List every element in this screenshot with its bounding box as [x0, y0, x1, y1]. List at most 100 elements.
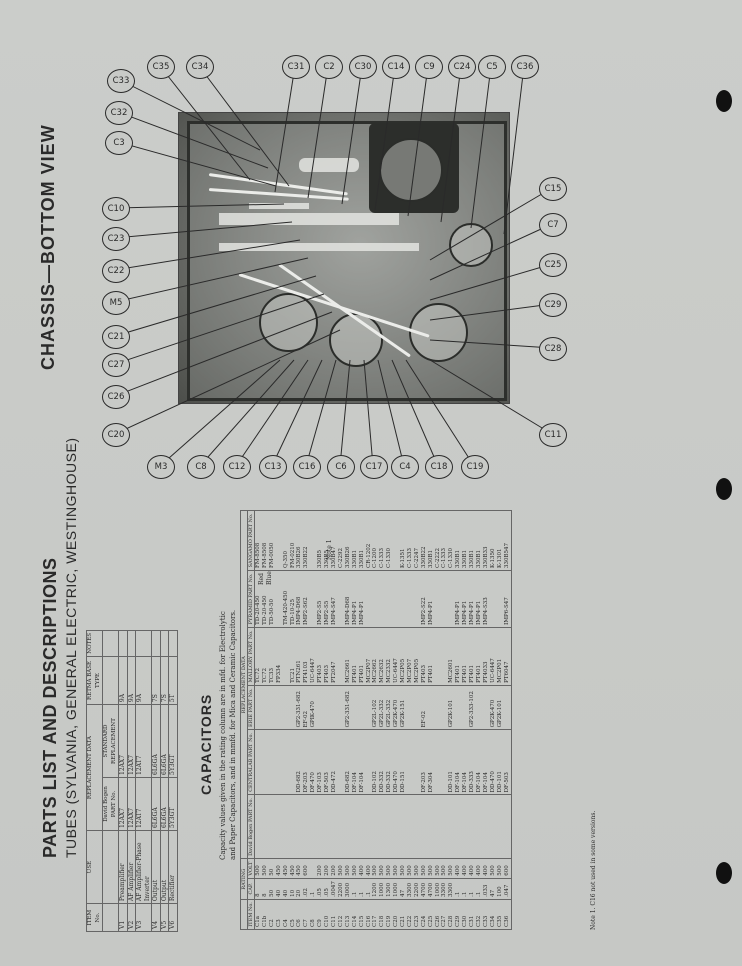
table-cell: 500 [420, 859, 428, 879]
table-cell: C34 [489, 899, 497, 930]
table-cell [420, 794, 428, 859]
table-cell: DF-104 [455, 729, 463, 795]
table-cell [289, 685, 297, 730]
table-cell: DF-203 [303, 729, 311, 795]
table-cell: V2 [127, 903, 136, 932]
table-cell: CR-1202 [365, 510, 373, 571]
table-cell: DD-472 [330, 729, 338, 795]
tube-socket [449, 223, 493, 267]
table-cell: DD-102 [372, 729, 380, 795]
table-cell: .1 [310, 878, 318, 900]
table-cell [441, 627, 449, 686]
table-cell: 330B5 [317, 510, 325, 571]
caps-header-cell: MALLORY PART No. [247, 627, 255, 686]
resistor [249, 203, 309, 209]
callout-m3: M3 [147, 455, 175, 479]
table-cell [372, 570, 380, 628]
callout-c26: C26 [102, 385, 130, 409]
caps-header-cell: ERIE PART No. [247, 685, 255, 730]
table-cell: 6L6GA [160, 777, 169, 831]
table-cell: GPIK-470 [310, 685, 318, 730]
table-cell: 330B22 [303, 510, 311, 571]
table-cell [296, 794, 304, 859]
table-cell: 330B1 [358, 510, 366, 571]
table-cell: DD-151 [400, 729, 407, 795]
table-cell: 500 [379, 859, 387, 879]
table-cell: DF-503 [503, 729, 512, 795]
table-cell: TC21 [289, 627, 297, 686]
table-cell [254, 794, 262, 859]
table-cell: Output [160, 830, 169, 904]
table-cell [462, 685, 470, 730]
table-cell: C14 [351, 899, 359, 930]
table-cell [151, 630, 160, 657]
table-cell: C13 [344, 899, 352, 930]
table-cell: Rectifier [168, 830, 177, 904]
page-title: PARTS LIST AND DESCRIPTIONS [40, 557, 60, 858]
table-cell: DF-470 [310, 729, 318, 795]
table-cell: PT401 [476, 627, 483, 686]
callout-c15: C15 [539, 177, 567, 201]
table-cell: C-1333 [406, 510, 414, 571]
table-cell: 330B22 [420, 510, 428, 571]
table-cell [289, 729, 297, 795]
table-cell [462, 794, 470, 859]
table-cell [482, 685, 490, 730]
table-cell [503, 685, 512, 730]
table-cell: 3300 [448, 878, 456, 900]
table-cell: C17 [372, 899, 380, 930]
table-cell: MC2332 [386, 627, 394, 686]
table-cell: 8 [254, 878, 262, 900]
chassis-photo [178, 112, 510, 404]
table-cell: DF-104 [482, 729, 490, 795]
table-cell [406, 570, 414, 628]
table-cell [400, 570, 407, 628]
table-cell: C25 [427, 899, 435, 930]
tubes-subtitle: TUBES (SYLVANIA, GENERAL ELECTRIC, WESTI… [63, 437, 79, 858]
table-cell: 500 [413, 859, 421, 879]
table-cell: GP2K-470 [489, 685, 497, 730]
table-cell: DF-103 [317, 729, 325, 795]
table-cell: PT401 [462, 627, 470, 686]
table-cell: IMP4-P1 [427, 570, 435, 628]
table-cell: 500 [254, 859, 262, 879]
callout-c6: C6 [327, 455, 355, 479]
table-cell [455, 685, 463, 730]
table-cell: 600 [303, 859, 311, 879]
table-cell: 1300 [386, 878, 394, 900]
table-cell: C1b [261, 899, 269, 930]
table-cell [358, 794, 366, 859]
table-cell: 500 [434, 859, 442, 879]
table-cell [489, 570, 497, 628]
table-cell [496, 570, 504, 628]
table-cell: C20 [393, 899, 401, 930]
callout-c28: C28 [539, 337, 567, 361]
table-cell: 500 [337, 859, 345, 879]
terminal-strip [219, 243, 419, 251]
table-cell: 10 [289, 878, 297, 900]
table-cell: C29 [455, 899, 463, 930]
table-cell: C8 [310, 899, 318, 930]
table-cell: 9A [118, 656, 127, 705]
table-cell: C21 [400, 899, 407, 930]
callout-c23: C23 [102, 227, 130, 251]
table-cell: .1 [365, 878, 373, 900]
callout-c19: C19 [461, 455, 489, 479]
table-cell [434, 627, 442, 686]
callout-c5: C5 [478, 55, 506, 79]
table-cell [434, 794, 442, 859]
callout-c10: C10 [102, 197, 130, 221]
table-cell [330, 794, 338, 859]
table-cell: PT4103 [303, 627, 311, 686]
caps-header-cell: ITEM No. [247, 899, 255, 930]
callout-c36: C36 [511, 55, 539, 79]
callout-c32: C32 [105, 101, 133, 125]
table-cell: V1 [118, 903, 127, 932]
table-cell: 330B1 [462, 510, 470, 571]
